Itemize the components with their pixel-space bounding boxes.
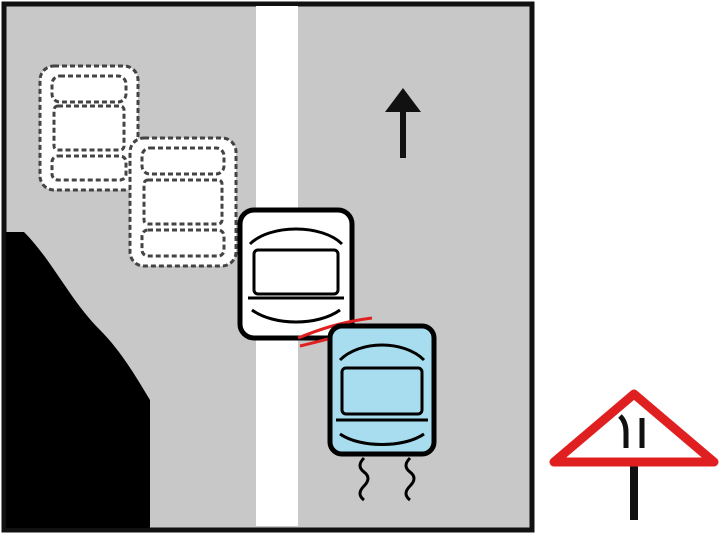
road-narrows-left-warning-sign: [554, 394, 714, 520]
overtaken-car: [240, 210, 352, 338]
ghost-car-previous-position-2: [130, 138, 236, 266]
ghost-car-previous-position-1: [40, 66, 138, 190]
overtaking-car: [330, 326, 434, 454]
